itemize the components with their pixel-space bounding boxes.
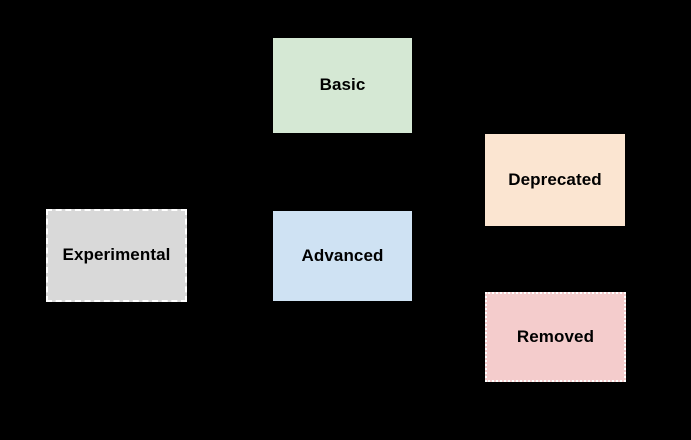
diagram-node-experimental[interactable]: Experimental [46, 209, 187, 302]
diagram-node-removed[interactable]: Removed [485, 292, 626, 382]
diagram-node-label: Deprecated [508, 169, 602, 189]
diagram-node-basic[interactable]: Basic [273, 38, 412, 133]
diagram-node-label: Removed [516, 326, 595, 346]
diagram-node-label: Experimental [62, 245, 171, 265]
diagram-node-advanced[interactable]: Advanced [273, 211, 412, 301]
diagram-node-label: Basic [319, 75, 366, 95]
diagram-node-label: Advanced [301, 245, 384, 265]
diagram-node-deprecated[interactable]: Deprecated [485, 134, 625, 226]
